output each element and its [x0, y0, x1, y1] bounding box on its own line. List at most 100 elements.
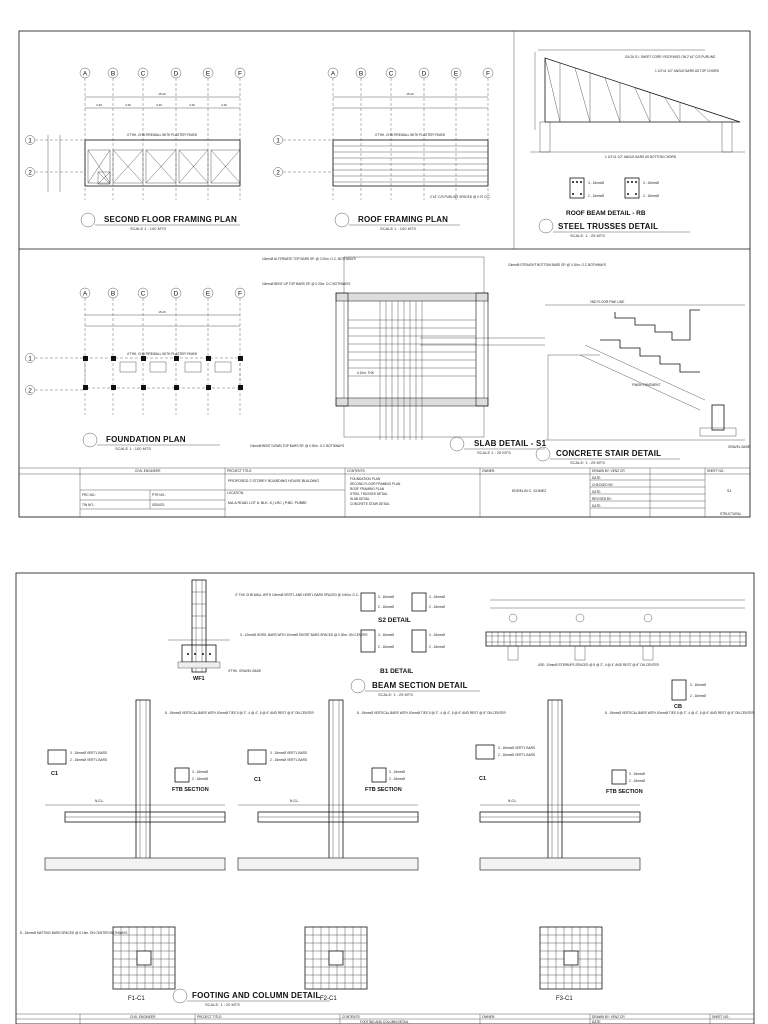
slab-note: 10mmØ BENT UP TOP BARS SP. @ 0.20m. O.C … [262, 282, 350, 286]
row-label-1: 1 [276, 138, 280, 145]
wall-note: 3 - 12mmØ HORI'L BARS WITH 10mmØ SHORT B… [240, 633, 368, 637]
grid-label-a: A [83, 71, 88, 78]
ftb-bars: 3 - 16mmØ [629, 772, 645, 776]
ftb-bars: 2 - 16mmØ [629, 779, 645, 783]
ftb-bars: 2 - 16mmØ [389, 777, 405, 781]
tb-location-label: LOCATION: [227, 491, 244, 495]
tb-contents-item: ROOF FRAMING PLAN [350, 487, 385, 491]
dim-total: 15.20 [158, 92, 166, 96]
scale-truss: SCALE: 1 : 25 MTS [570, 233, 605, 238]
footing-detail-1: N.G.L. 3 - 16mmØ VERT'L BARS 2 - 16mmØ V… [20, 699, 314, 1002]
scale-stair: SCALE: 1 : 25 MTS [570, 460, 605, 465]
grid-label-b: B [359, 71, 363, 78]
row-label-1: 1 [28, 356, 32, 363]
tb-drawn-by: DRAWN BY: VENZ CR [592, 469, 625, 473]
wall-note: 4" THK CHB WALL WITH 10mmØ VERT'L AND HO… [235, 593, 359, 597]
grid-label-c: C [389, 71, 394, 78]
beam-bars: 3 - 16mmØ [429, 633, 445, 637]
tb2-civil-engineer: CIVIL ENGINEER [130, 1015, 156, 1019]
beam-bars: 2 - 16mmØ [429, 645, 445, 649]
row-label-2: 2 [28, 388, 32, 395]
roof-framing-plan: A B C D E F 15.20 4"THK. CHB FIREWALL WI… [273, 67, 494, 231]
grid-label-e: E [206, 71, 211, 78]
rb-bars: 2 - 16mmØ [588, 194, 604, 198]
grid-label-c: C [141, 71, 146, 78]
truss-note: 1 1/2"x1 1/2" ANGLE BARS AS TOP CHORD [655, 69, 720, 73]
tb-sheet-no: S1 [727, 489, 731, 493]
grid-label-f: F [238, 291, 242, 298]
vert-bars: 2 - 16mmØ VERT'L BARS [270, 758, 307, 762]
row-label-2: 2 [276, 170, 280, 177]
ngl-label: N.G.L. [508, 799, 517, 803]
dim-span: 3.20 [156, 103, 162, 107]
stair-note: GRAVEL BASE [728, 445, 750, 449]
tb2-contents: FOOTING AND COLUMN DETAIL [360, 1020, 409, 1024]
slab-note: 10mmØ BENT DOWN TOP BARS SP. @ 0.30m. O.… [250, 444, 344, 448]
cb-bars: 3 - 16mmØ [690, 683, 706, 687]
vert-bars: 3 - 16mmØ VERT'L BARS [70, 751, 107, 755]
title-roof: ROOF FRAMING PLAN [358, 215, 448, 224]
grid-label-b: B [111, 71, 115, 78]
sheet2-title-block: CIVIL ENGINEER PROJECT TITLE: CONTENTS: … [16, 1013, 754, 1024]
tb-structural: STRUCTURAL [720, 512, 742, 516]
tb-location: MA.A ROAD LOT 8, BLK. 8 | LRC | P.BD. PU… [228, 501, 307, 505]
beam-bars: 2 - 16mmØ [378, 605, 394, 609]
title-c1: C1 [254, 777, 261, 783]
tb-date: DATE: [592, 476, 601, 480]
grid-label-d: D [174, 291, 179, 298]
title-stair: CONCRETE STAIR DETAIL [556, 449, 661, 458]
column-note: 8 - 16mmØ VERTICAL BARS WITH 10mmØ TIES … [605, 711, 754, 715]
scale-footing: SCALE: 1 : 20 MTS [205, 1002, 240, 1007]
dim-total: 15.20 [158, 310, 166, 314]
grid-label-d: D [174, 71, 179, 78]
firewall-note: 4"THK. CHB FIREWALL WITH PLASTER FINISH [375, 133, 446, 137]
tb2-date: DATE: [592, 1020, 601, 1024]
dim-span: 3.20 [189, 103, 195, 107]
firewall-note: 4"THK. CHB FIREWALL WITH PLASTER FINISH [127, 133, 198, 137]
grid-label-e: E [454, 71, 459, 78]
tb-tin: TIN NO.: [82, 503, 95, 507]
vert-bars: 2 - 16mmØ VERT'L BARS [70, 758, 107, 762]
beam-bars: 2 - 16mmØ [429, 605, 445, 609]
grid-label-f: F [238, 71, 242, 78]
beam-bars: 2 - 16mmØ [378, 645, 394, 649]
wall-footing-wf1: 4" THK CHB WALL WITH 10mmØ VERT'L AND HO… [168, 579, 368, 682]
title-foundation: FOUNDATION PLAN [106, 435, 186, 444]
dim-span: 3.40 [221, 103, 227, 107]
title-footing: FOOTING AND COLUMN DETAIL [192, 991, 321, 1000]
title-c1: C1 [51, 771, 58, 777]
grid-label-d: D [422, 71, 427, 78]
ftb-bars: 3 - 16mmØ [192, 770, 208, 774]
beam-details-s2-b1: 3 - 16mmØ 2 - 16mmØ 3 - 16mmØ 2 - 16mmØ … [350, 592, 480, 697]
title-s2: S2 DETAIL [378, 617, 411, 624]
tb-contents-label: CONTENTS: [347, 469, 366, 473]
tb-ptr: PTR NO.: [152, 493, 166, 497]
title-cb: CB [674, 704, 682, 710]
truss-note: GA 26 G.I. SHEET CORR. ROOFINGS ON 2"x3"… [625, 55, 715, 59]
beam-bars: 3 - 16mmØ [429, 595, 445, 599]
grid-label-a: A [83, 291, 88, 298]
title-steel-truss: STEEL TRUSSES DETAIL [558, 222, 658, 231]
footing-detail-2: N.G.L. 3 - 16mmØ VERT'L BARS 2 - 16mmØ V… [237, 699, 506, 1002]
slab-thickness: 0.10m. THK [357, 371, 375, 375]
title-f3: F3-C1 [556, 996, 573, 1002]
column-note: 8 - 16mmØ VERTICAL BARS WITH 10mmØ TIES … [165, 711, 314, 715]
tb-revised: REVISED BY: [592, 497, 612, 501]
tb2-contents-label: CONTENTS: [342, 1015, 361, 1019]
stair-note: 2ND FLOOR FINE LINE [590, 300, 624, 304]
beam-elevation: USE: 10mmØ STIRRUPS SPACED @ 5 @ 2", 4 @… [485, 599, 747, 710]
dim-span: 3.40 [96, 103, 102, 107]
tb2-project-label: PROJECT TITLE: [197, 1015, 222, 1019]
tb-contents-item: CONCRETE STAIR DETAIL [350, 502, 390, 506]
grid-label-e: E [206, 291, 211, 298]
ngl-label: N.G.L. [290, 799, 299, 803]
ftb-bars: 3 - 16mmØ [389, 770, 405, 774]
scale-roof: SCALE 1 : 100 MTS [380, 226, 416, 231]
tb-civil-engineer: CIVIL ENGINEER [135, 469, 161, 473]
tb2-drawn-by: DRAWN BY: VENZ CR [592, 1015, 625, 1019]
vert-bars: 3 - 16mmØ VERT'L BARS [498, 746, 535, 750]
scale-slab: SCALE 1 : 25 MTS [477, 450, 511, 455]
tb-owner: EDRELIN C. GOMEZ [512, 489, 547, 493]
vert-bars: 3 - 16mmØ VERT'L BARS [270, 751, 307, 755]
